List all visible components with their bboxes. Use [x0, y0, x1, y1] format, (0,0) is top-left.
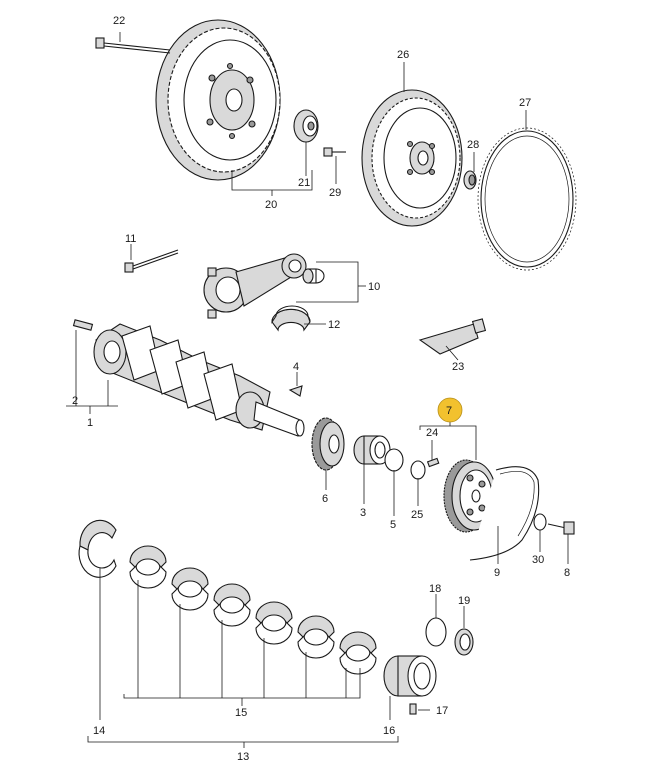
woodruff-key[interactable] [288, 385, 303, 397]
pilot-bearing[interactable] [293, 109, 319, 143]
bearing-shell-c [213, 583, 251, 627]
label-10[interactable]: 10 [368, 281, 380, 293]
label-4[interactable]: 4 [293, 361, 299, 373]
label-19[interactable]: 19 [458, 595, 470, 607]
crank-gear[interactable] [311, 417, 345, 471]
connecting-rod[interactable] [203, 253, 307, 319]
sealant-tube[interactable] [418, 318, 487, 355]
bearing-pin[interactable] [409, 703, 417, 715]
label-7[interactable]: 7 [446, 405, 452, 417]
label-8[interactable]: 8 [564, 567, 570, 579]
bearing-shell-d [255, 601, 293, 645]
label-22[interactable]: 22 [113, 15, 125, 27]
pulley[interactable] [443, 459, 497, 533]
label-23[interactable]: 23 [452, 361, 464, 373]
label-30[interactable]: 30 [532, 554, 544, 566]
label-15[interactable]: 15 [235, 707, 247, 719]
label-5[interactable]: 5 [390, 519, 396, 531]
rod-bearing-shell[interactable] [271, 305, 311, 332]
label-24[interactable]: 24 [426, 427, 438, 439]
label-14[interactable]: 14 [93, 725, 105, 737]
label-26[interactable]: 26 [397, 49, 409, 61]
label-28[interactable]: 28 [467, 139, 479, 151]
flywheel-bolt[interactable] [95, 37, 171, 54]
main-bearing-set[interactable] [78, 519, 437, 697]
o-ring[interactable] [425, 617, 447, 647]
label-12[interactable]: 12 [328, 319, 340, 331]
label-25[interactable]: 25 [411, 509, 423, 521]
label-20[interactable]: 20 [265, 199, 277, 211]
pulley-bolt[interactable] [547, 521, 575, 535]
label-21[interactable]: 21 [298, 177, 310, 189]
bolt-washer[interactable] [533, 513, 547, 531]
thrust-washer[interactable] [454, 628, 474, 656]
dual-mass-flywheel[interactable] [155, 19, 281, 181]
crankshaft[interactable] [93, 323, 305, 437]
label-2[interactable]: 2 [72, 395, 78, 407]
dowel-pin[interactable] [72, 319, 94, 331]
ring-gear[interactable] [477, 127, 577, 271]
snap-ring[interactable] [384, 448, 404, 472]
flywheel[interactable] [361, 89, 463, 227]
bearing-shell-a [129, 545, 167, 589]
leader-lines [66, 32, 569, 748]
bearing-shell-f [339, 631, 377, 675]
bearing-shell-b [171, 567, 209, 611]
drive-belt[interactable] [469, 466, 540, 561]
thrust-bearing-16 [383, 655, 437, 697]
rod-bolt[interactable] [124, 249, 179, 273]
label-27[interactable]: 27 [519, 97, 531, 109]
small-end-bushing[interactable] [302, 268, 325, 284]
label-16[interactable]: 16 [383, 725, 395, 737]
label-11[interactable]: 11 [125, 233, 136, 245]
label-3[interactable]: 3 [360, 507, 366, 519]
label-13[interactable]: 13 [237, 751, 249, 763]
bearing-shell-14 [78, 519, 117, 578]
flywheel-bearing[interactable] [463, 170, 477, 190]
label-9[interactable]: 9 [494, 567, 500, 579]
label-29[interactable]: 29 [329, 187, 341, 199]
pulley-pin[interactable] [426, 457, 440, 468]
part-labels: 1 2 3 4 5 6 7 8 9 10 11 12 13 14 15 16 1… [72, 15, 570, 763]
pulley-washer[interactable] [410, 460, 426, 480]
highlight-marker[interactable] [437, 397, 463, 423]
small-screw[interactable] [323, 147, 346, 157]
label-17[interactable]: 17 [436, 705, 448, 717]
bearing-shell-e [297, 615, 335, 659]
label-18[interactable]: 18 [429, 583, 441, 595]
label-1[interactable]: 1 [87, 417, 93, 429]
label-6[interactable]: 6 [322, 493, 328, 505]
